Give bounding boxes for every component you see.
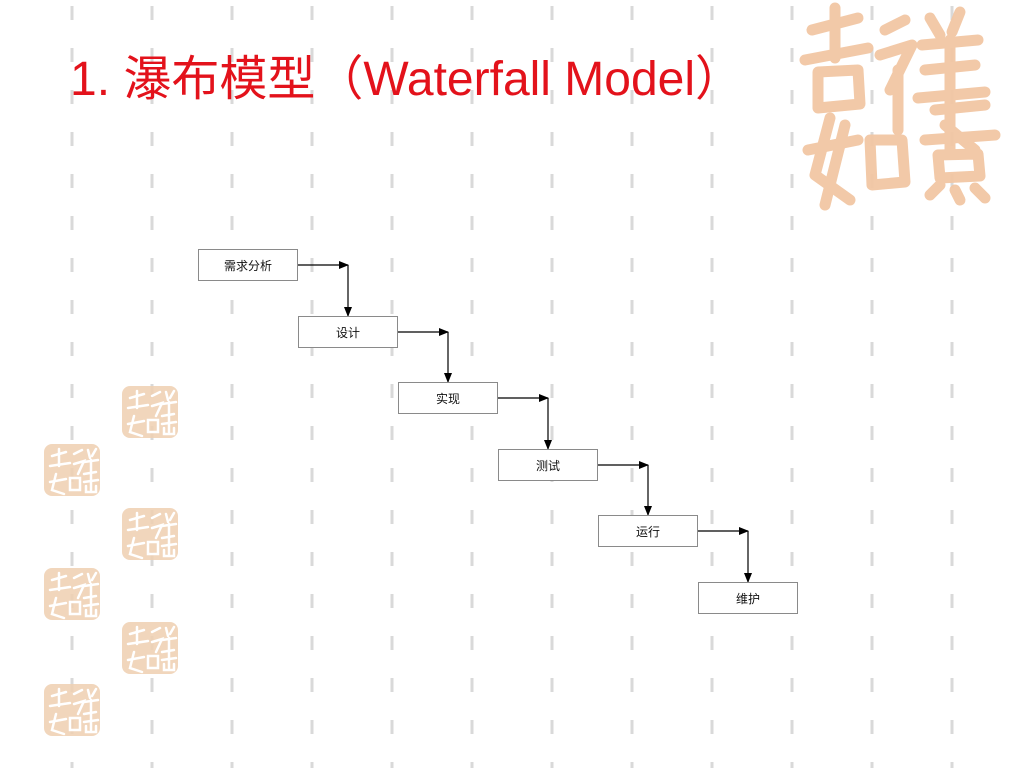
step-label: 运行 — [635, 524, 660, 539]
step-box-implementation: 实现 — [398, 382, 498, 414]
connectors — [298, 261, 752, 583]
step-box-operation: 运行 — [598, 515, 698, 547]
seal-logo-small — [122, 508, 178, 560]
step-box-testing: 测试 — [498, 449, 598, 481]
step-label: 设计 — [335, 325, 360, 340]
step-label: 测试 — [535, 458, 560, 473]
step-label: 维护 — [735, 591, 760, 606]
seal-logo-small — [122, 622, 178, 674]
step-box-design: 设计 — [298, 316, 398, 348]
seal-logo-small — [44, 568, 100, 620]
seal-logo-small — [44, 444, 100, 496]
small-seals — [44, 386, 178, 736]
seal-logo-small — [122, 386, 178, 438]
seal-logo-large — [799, 2, 1001, 211]
step-label: 需求分析 — [223, 258, 272, 273]
slide-title: 1. 瀑布模型（Waterfall Model） — [70, 53, 744, 106]
seal-logo-small — [44, 684, 100, 736]
step-label: 实现 — [435, 391, 460, 406]
step-box-requirements: 需求分析 — [198, 249, 298, 281]
step-box-maintenance: 维护 — [698, 582, 798, 614]
dash-columns — [70, 6, 954, 768]
